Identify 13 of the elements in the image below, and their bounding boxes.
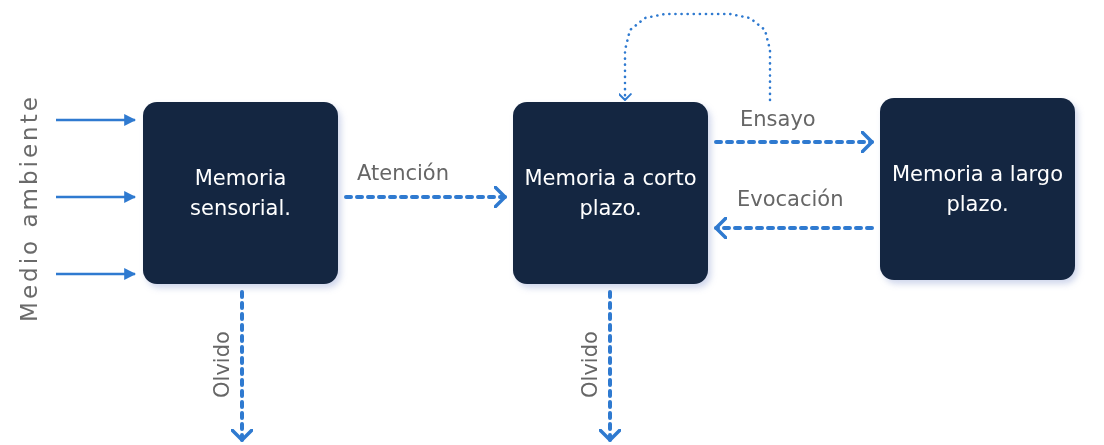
dotted-arrow [598,290,622,442]
dotted-arrow [344,185,507,209]
process-box: Memoria a largo plazo. [880,98,1075,280]
vertical-label: Medio ambiente [16,93,42,322]
arrow [56,191,137,203]
process-box: Memoria sensorial. [143,102,338,284]
arrow [56,268,137,280]
dotted-arrow [618,12,772,102]
dotted-arrow [714,130,874,154]
process-box: Memoria a corto plazo. [513,102,708,284]
dotted-arrow [714,216,874,240]
arrow [56,114,137,126]
dotted-arrow [230,290,254,442]
